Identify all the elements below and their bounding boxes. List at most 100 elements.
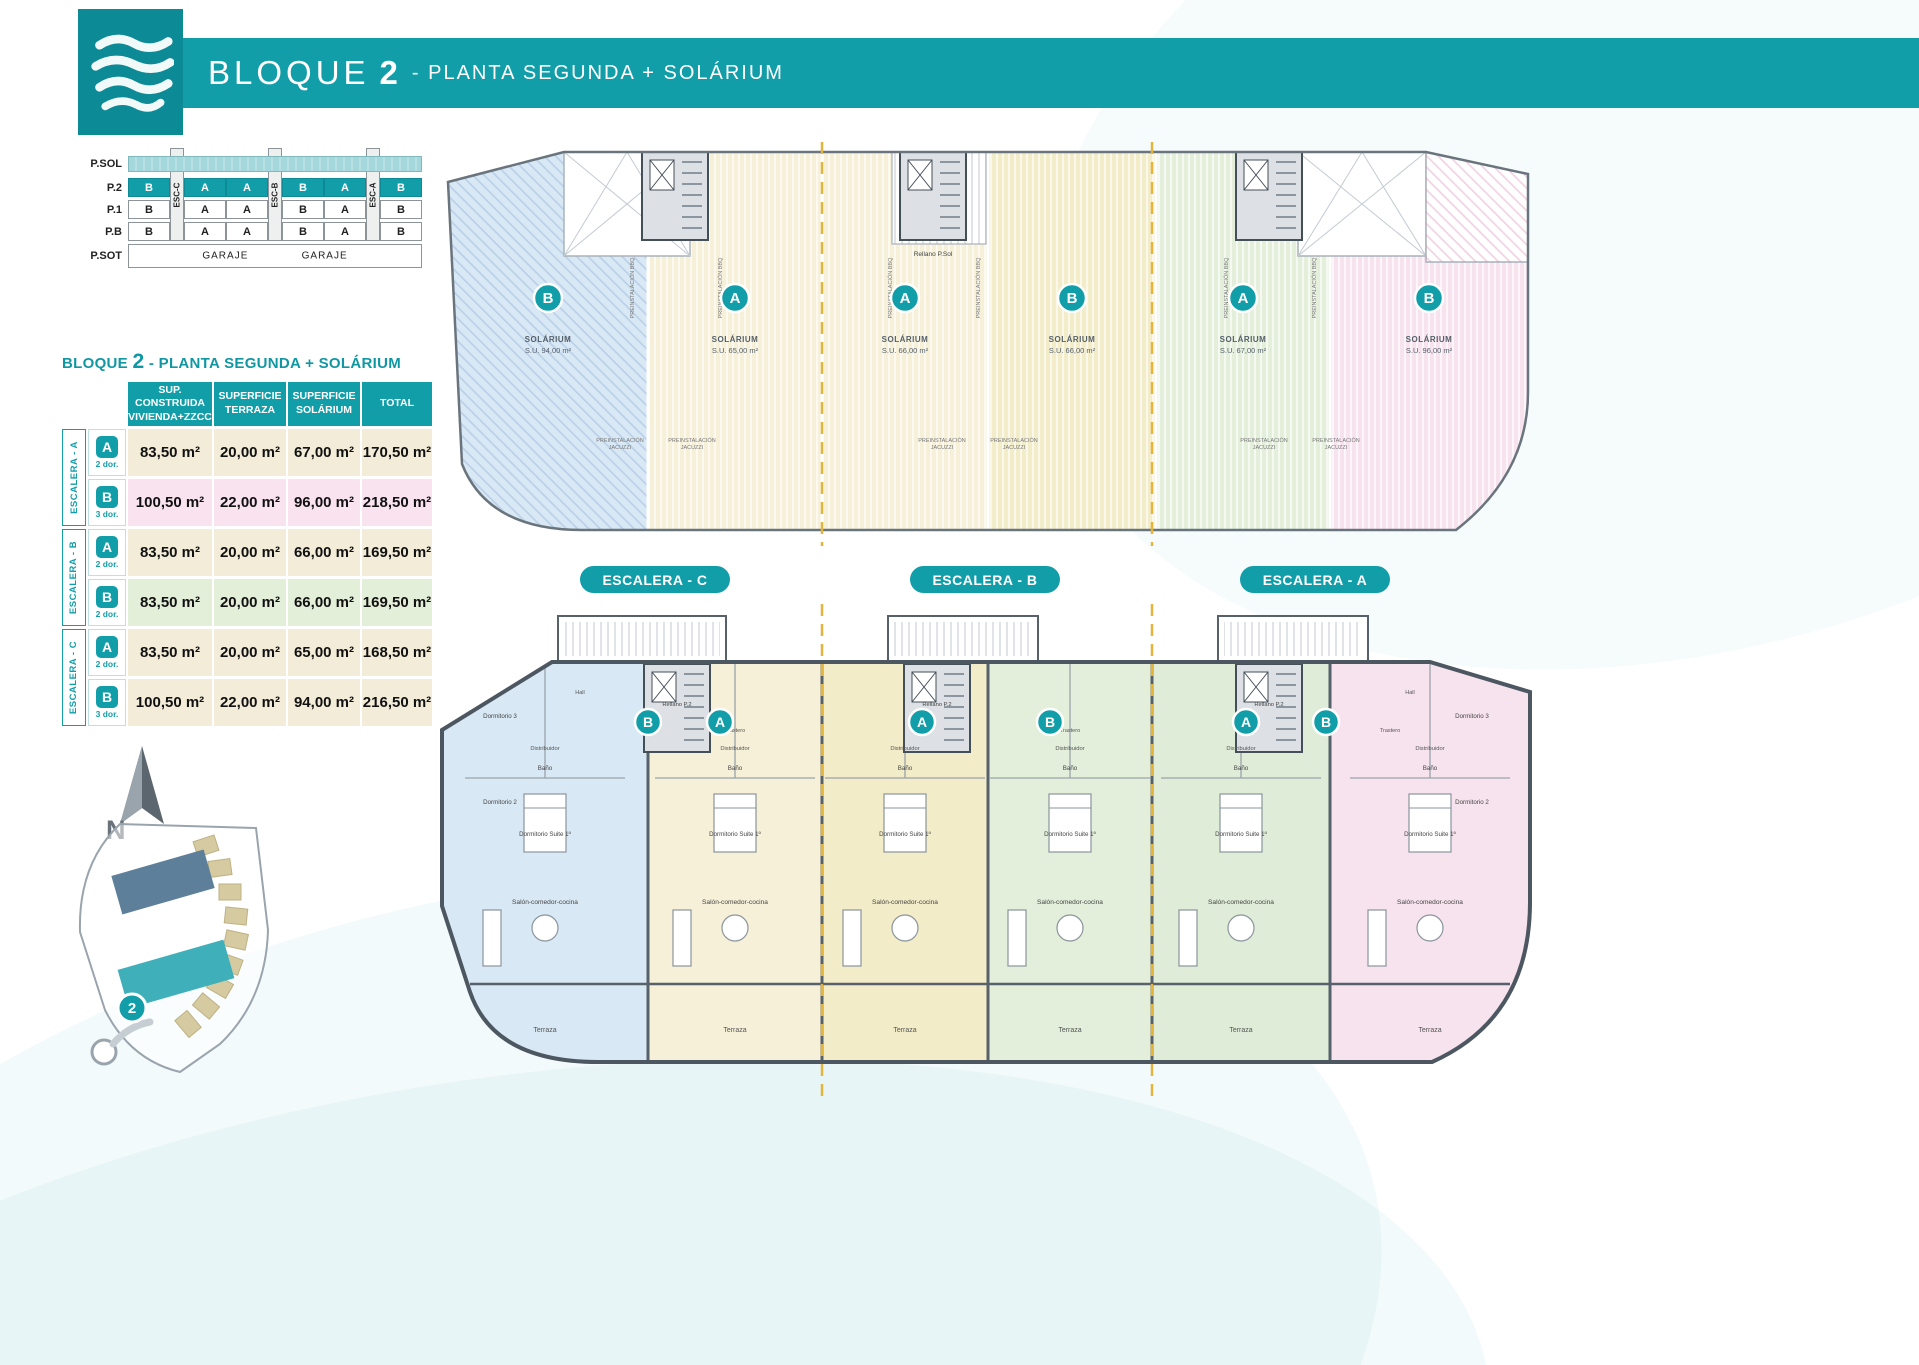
plan-label: PREINSTALACIÓN BBQ [717, 257, 724, 318]
value-cell: 20,00 m² [214, 579, 286, 626]
plan-label: Dormitorio Suite 1º [519, 831, 572, 838]
plan-label: PREINSTALACIÓN BBQ [629, 257, 636, 318]
unit-letter: A [96, 536, 118, 558]
plan-label: PREINSTALACIÓN BBQ [975, 257, 982, 318]
plan-label: Rellano P.2 [662, 702, 691, 708]
plan-label: Terraza [893, 1027, 916, 1034]
stack-cell: A [184, 200, 226, 219]
escalera-pill: ESCALERA - B [910, 566, 1060, 593]
unit-dorms: 2 dor. [95, 659, 119, 669]
plan-label: S.U. 65,00 m² [712, 346, 759, 355]
floor-clip-group: Dormitorio Suite 1º BañoSalón-comedor-coc… [442, 662, 1530, 1062]
value-cell: 100,50 m² [128, 479, 212, 526]
plan-label: Hall [575, 690, 584, 696]
value-cell: 169,50 m² [362, 529, 432, 576]
plan-label: Trastero [1060, 728, 1080, 734]
plan-label: PREINSTALACIÓN BBQ [1311, 257, 1318, 318]
unit-badge [1227, 282, 1259, 314]
value-cell: 83,50 m² [128, 579, 212, 626]
plan-label: Trastero [725, 728, 745, 734]
plan-label: PREINSTALACIÓN [1312, 437, 1360, 444]
plan-label: Distribuidor [530, 746, 559, 752]
roof-terrace-deck [894, 622, 1032, 656]
bed [883, 793, 927, 853]
unit-badge-letter: B [643, 714, 653, 730]
table-header-line: TOTAL [379, 397, 415, 410]
bloque-2-building [117, 939, 235, 1009]
escalera-pill: ESCALERA - A [1240, 566, 1390, 593]
table-header-line: SUPERFICIE [218, 390, 282, 403]
elevator-x [1243, 671, 1269, 703]
neighbor-building [191, 992, 221, 1020]
north-arrow-light [120, 746, 142, 824]
plan-label: Terraza [1229, 1027, 1252, 1034]
table [1416, 914, 1444, 942]
plan-label: JACUZZI [681, 445, 704, 451]
value-cell: 22,00 m² [214, 679, 286, 726]
group-label: ESCALERA - A [68, 441, 80, 514]
value-cell: 20,00 m² [214, 529, 286, 576]
stack-cell: B [380, 200, 422, 219]
plan-label: SOLÁRIUM [1049, 335, 1096, 344]
value-cell: 170,50 m² [362, 429, 432, 476]
value-cell: 83,50 m² [128, 529, 212, 576]
plan-label: Dormitorio 3 [483, 713, 517, 720]
plan-label: PREINSTALACIÓN BBQ [887, 257, 894, 318]
stack-cell: A [324, 222, 366, 241]
plan-label: Baño [1423, 765, 1438, 772]
unit-dorms: 3 dor. [95, 709, 119, 719]
stack-cell: A [184, 178, 226, 197]
unit-letter: A [96, 636, 118, 658]
plan-label: Dormitorio Suite 1º [1044, 831, 1097, 838]
group-label: ESCALERA - B [68, 540, 80, 615]
unit-badge-letter: B [1321, 714, 1331, 730]
unit-badge [889, 282, 921, 314]
roof-terrace-deck [1224, 622, 1362, 656]
plan-label: Dormitorio Suite 1º [1215, 831, 1268, 838]
floor-label: P.2 [106, 181, 122, 194]
unit-badge-letter: B [1045, 714, 1055, 730]
plan-label: S.U. 96,00 m² [1406, 346, 1453, 355]
table-title: BLOQUE 2 - PLANTA SEGUNDA + SOLÁRIUM [62, 350, 434, 374]
stack-cell: B [128, 178, 170, 197]
plan-label: Terraza [723, 1027, 746, 1034]
plan-label: Salón-comedor-cocina [1397, 899, 1463, 906]
plan-label: Rellano P.Sol [914, 251, 953, 258]
unit-badge [705, 707, 735, 737]
spec-table: BLOQUE 2 - PLANTA SEGUNDA + SOLÁRIUM SUP… [62, 350, 434, 738]
stair-column-label: ESC-C [172, 182, 182, 207]
plan-label: Distribuidor [1415, 746, 1444, 752]
plan-label: JACUZZI [609, 445, 632, 451]
stack-cell: A [184, 222, 226, 241]
group-cell: ESCALERA - A [62, 429, 86, 526]
sofa [1367, 909, 1387, 967]
elevator-x [651, 671, 677, 703]
plan-label: Dormitorio 3 [1455, 713, 1489, 720]
table-title-number: 2 [132, 350, 145, 373]
unit-badge [907, 707, 937, 737]
elevator-x [911, 671, 937, 703]
unit-dorms: 2 dor. [95, 609, 119, 619]
bed [713, 793, 757, 853]
unit-letter: B [96, 486, 118, 508]
table [1056, 914, 1084, 942]
title-number: 2 [379, 54, 398, 91]
table [1227, 914, 1255, 942]
floor-label: P.SOT [90, 250, 122, 262]
bed [1408, 793, 1452, 853]
neighbor-building [174, 1009, 202, 1039]
floor-label: P.1 [106, 203, 122, 216]
plan-label: Dormitorio Suite 1º [709, 831, 762, 838]
sofa [842, 909, 862, 967]
bed [523, 793, 567, 853]
unit-dorms: 3 dor. [95, 509, 119, 519]
stack-cell: B [282, 178, 324, 197]
plan-label: Terraza [1058, 1027, 1081, 1034]
value-cell: 67,00 m² [288, 429, 360, 476]
